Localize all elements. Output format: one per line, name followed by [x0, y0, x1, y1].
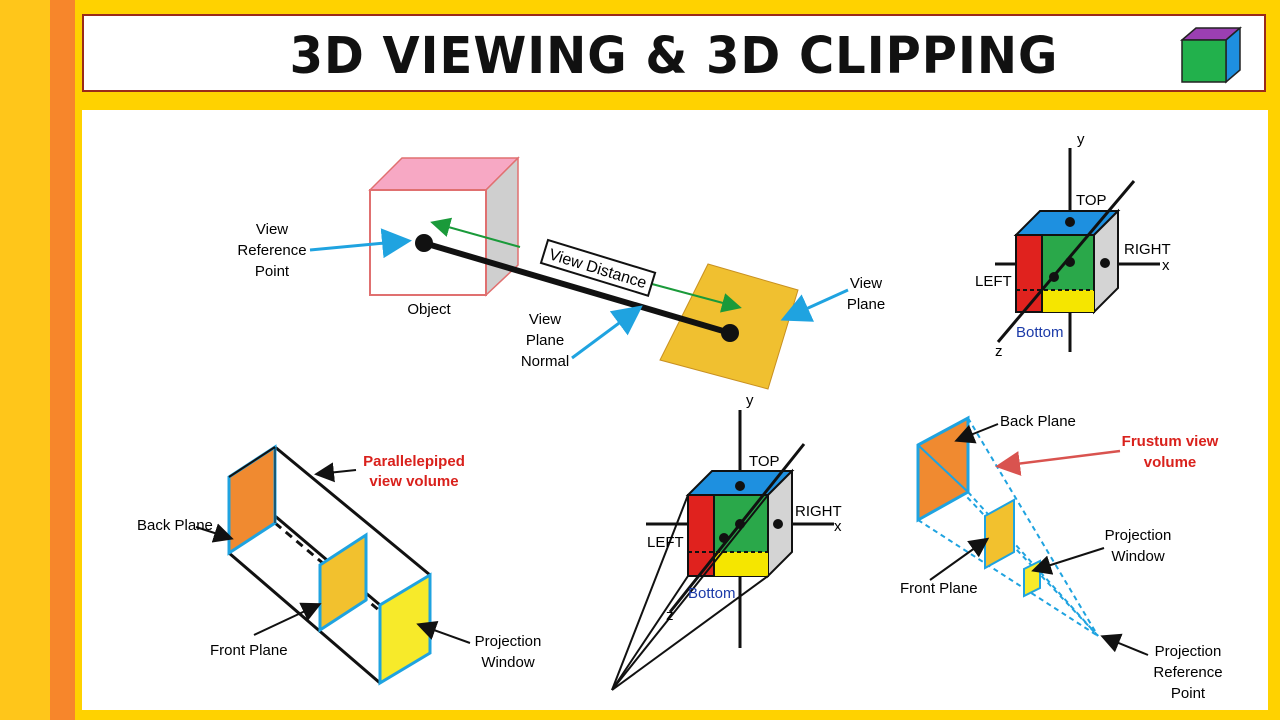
- cube2-x-label: x: [834, 518, 842, 535]
- frustum-volume-label-1: Frustum view: [1122, 433, 1219, 450]
- left-yellow-stripe: [0, 0, 50, 720]
- view-plane-normal-label-3: Normal: [521, 353, 569, 370]
- view-reference-point-label-3: Point: [255, 263, 290, 280]
- view-plane-normal-label-1: View: [529, 311, 561, 328]
- parallelepiped-volume: Parallelepiped view volume Back Plane Fr…: [137, 444, 542, 686]
- cube2-top-label: TOP: [749, 453, 780, 470]
- frustum-volume: Back Plane Frustum view volume Projectio…: [900, 413, 1223, 702]
- object-label: Object: [407, 301, 451, 318]
- frustum-volume-label-2: volume: [1144, 454, 1197, 471]
- cube-icon: [1179, 26, 1243, 84]
- cube1-left-face: [1015, 234, 1043, 313]
- view-reference-diagram: View Distance View Reference Point Objec…: [237, 156, 885, 390]
- parallel-back-plane-label: Back Plane: [137, 517, 213, 534]
- cube1-bottom-face: [1042, 290, 1094, 312]
- view-reference-point-label-1: View: [256, 221, 288, 238]
- projection-reference-point-label-3: Point: [1171, 685, 1206, 702]
- cube1-top-label: TOP: [1076, 192, 1107, 209]
- cube2-z-label: z: [666, 607, 674, 624]
- view-reference-point-label-2: Reference: [237, 242, 306, 259]
- frustum-projection-window-label-2: Window: [1111, 548, 1165, 565]
- cube2-left-label: LEFT: [647, 534, 684, 551]
- left-orange-stripe: [50, 0, 75, 720]
- parallel-front-plane: [318, 532, 368, 633]
- projection-reference-point-label-2: Reference: [1153, 664, 1222, 681]
- frustum-front-plane-label: Front Plane: [900, 580, 978, 597]
- cube2-bottom-face: [714, 552, 768, 576]
- cube2-bottom-label: Bottom: [688, 585, 736, 602]
- cube1-x-label: x: [1162, 257, 1170, 274]
- title-banner: 3D VIEWING & 3D CLIPPING: [82, 14, 1266, 92]
- cube2-y-label: y: [746, 392, 754, 409]
- page-title: 3D VIEWING & 3D CLIPPING: [289, 26, 1059, 86]
- coordinate-cube-1: y x z TOP RIGHT LEFT Bottom: [975, 131, 1171, 360]
- frustum-front-plane: [984, 498, 1015, 570]
- frustum-projection-window-label-1: Projection: [1105, 527, 1172, 544]
- view-plane-point-dot: [721, 324, 739, 342]
- view-plane-label-2: Plane: [847, 296, 885, 313]
- parallelepiped-label-2: view volume: [369, 473, 458, 490]
- parallel-projection-window-label-2: Window: [481, 654, 535, 671]
- cube1-y-label: y: [1077, 131, 1085, 148]
- parallel-projection-window: [378, 572, 432, 686]
- parallelepiped-label-1: Parallelepiped: [363, 453, 465, 470]
- projection-reference-point-label-1: Projection: [1155, 643, 1222, 660]
- diagram-canvas: View Distance View Reference Point Objec…: [82, 110, 1268, 710]
- parallel-projection-window-label-1: Projection: [475, 633, 542, 650]
- cube1-bottom-label: Bottom: [1016, 324, 1064, 341]
- view-plane-normal-label-2: Plane: [526, 332, 564, 349]
- frustum-back-plane-label: Back Plane: [1000, 413, 1076, 430]
- view-plane-label-1: View: [850, 275, 882, 292]
- diagram-svg: View Distance View Reference Point Objec…: [137, 131, 1223, 702]
- cube2-right-label: RIGHT: [795, 503, 842, 520]
- cube1-left-label: LEFT: [975, 273, 1012, 290]
- coordinate-cube-2: y x z TOP RIGHT LEFT Bottom: [611, 392, 842, 691]
- cube1-right-label: RIGHT: [1124, 241, 1171, 258]
- view-distance-tag: View Distance: [539, 238, 657, 297]
- frustum-projection-window: [1023, 559, 1041, 598]
- cube1-z-label: z: [995, 343, 1003, 360]
- view-reference-point-dot: [415, 234, 433, 252]
- parallel-front-plane-label: Front Plane: [210, 642, 288, 659]
